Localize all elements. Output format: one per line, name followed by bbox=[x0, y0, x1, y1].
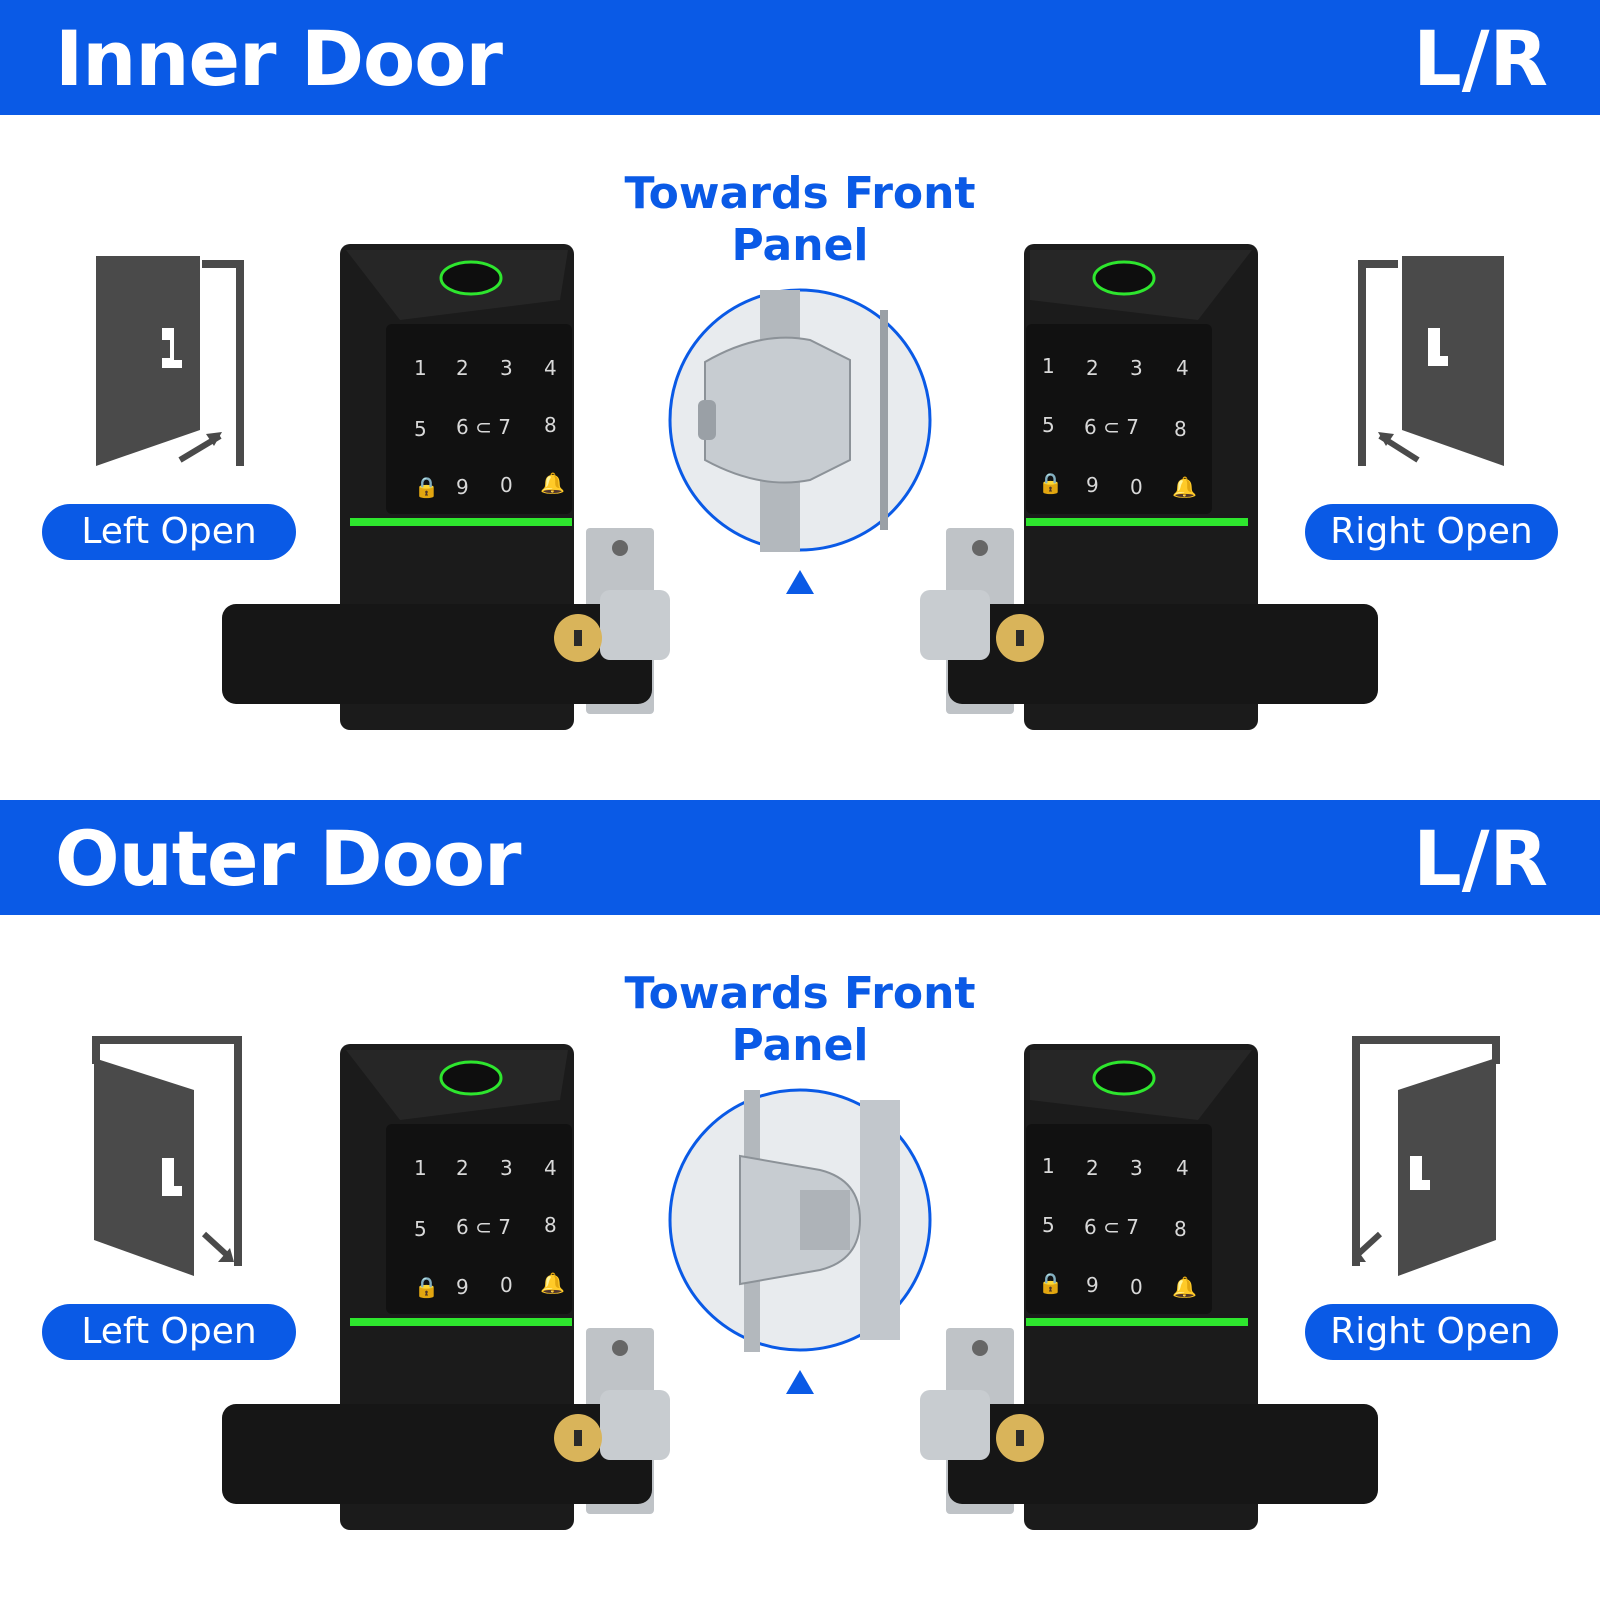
svg-text:9: 9 bbox=[456, 475, 469, 499]
svg-text:3: 3 bbox=[1130, 1156, 1143, 1180]
svg-text:0: 0 bbox=[1130, 475, 1143, 499]
smart-lock-right: 1 2 3 4 5 6 ⊂ 7 8 🔒 9 0 🔔 bbox=[920, 1044, 1378, 1530]
bell-hash-icon: 🔔 bbox=[540, 471, 565, 495]
latch-detail-circle bbox=[668, 288, 932, 594]
lock-star-icon: 🔒 bbox=[414, 475, 439, 499]
fingerprint-sensor-icon bbox=[439, 260, 503, 296]
svg-text:4: 4 bbox=[544, 1156, 557, 1180]
fingerprint-sensor-icon bbox=[1092, 260, 1156, 296]
outer-door-section: Outer Door L/R 1 2 3 4 5 6 ⊂ 7 8 🔒 9 0 bbox=[0, 800, 1600, 1600]
svg-text:5: 5 bbox=[414, 1217, 427, 1241]
right-open-label: Right Open bbox=[1305, 504, 1558, 560]
left-open-label: Left Open bbox=[42, 504, 296, 560]
svg-text:5: 5 bbox=[1042, 413, 1055, 437]
orientation-label: L/R bbox=[1413, 14, 1548, 103]
latch-detail-circle bbox=[668, 1088, 932, 1394]
lock-star-icon: 🔒 bbox=[1038, 471, 1063, 495]
towards-front-panel-label: Towards Front Panel bbox=[624, 168, 976, 271]
svg-text:4: 4 bbox=[1176, 356, 1189, 380]
svg-text:9: 9 bbox=[456, 1275, 469, 1299]
bell-hash-icon: 🔔 bbox=[540, 1271, 565, 1295]
arrow-up-icon bbox=[786, 1370, 814, 1394]
left-open-label: Left Open bbox=[42, 1304, 296, 1360]
svg-text:4: 4 bbox=[1176, 1156, 1189, 1180]
svg-text:1: 1 bbox=[414, 1156, 427, 1180]
outer-door-illustration: 1 2 3 4 5 6 ⊂ 7 8 🔒 9 0 🔔 1 2 3 4 5 6 ⊂ 7 8 🔒 9 0 🔔 bbox=[92, 1036, 1500, 1530]
svg-text:3: 3 bbox=[1130, 356, 1143, 380]
section-title: Outer Door bbox=[55, 814, 522, 903]
svg-text:1: 1 bbox=[414, 356, 427, 380]
smart-lock-right: 1 2 3 4 5 6 ⊂ 7 8 🔒 9 0 🔔 bbox=[920, 244, 1378, 730]
svg-text:2: 2 bbox=[456, 1156, 469, 1180]
svg-text:6 ⊂ 7: 6 ⊂ 7 bbox=[456, 1215, 511, 1239]
bell-hash-icon: 🔔 bbox=[1172, 475, 1197, 499]
svg-text:4: 4 bbox=[544, 356, 557, 380]
svg-text:6 ⊂ 7: 6 ⊂ 7 bbox=[1084, 415, 1139, 439]
door-right-open-icon bbox=[1358, 256, 1504, 466]
arrow-up-icon bbox=[786, 570, 814, 594]
svg-text:8: 8 bbox=[544, 1213, 557, 1237]
svg-text:8: 8 bbox=[1174, 417, 1187, 441]
fingerprint-sensor-icon bbox=[1092, 1060, 1156, 1096]
smart-lock-left: 1 2 3 4 5 6 ⊂ 7 8 🔒 9 0 🔔 bbox=[222, 244, 670, 730]
section-header-band: Outer Door L/R bbox=[0, 800, 1600, 915]
section-header-band: Inner Door L/R bbox=[0, 0, 1600, 115]
orientation-label: L/R bbox=[1413, 814, 1548, 903]
svg-text:0: 0 bbox=[500, 473, 513, 497]
right-open-label: Right Open bbox=[1305, 1304, 1558, 1360]
svg-text:9: 9 bbox=[1086, 473, 1099, 497]
lock-star-icon: 🔒 bbox=[1038, 1271, 1063, 1295]
svg-text:5: 5 bbox=[1042, 1213, 1055, 1237]
svg-text:1: 1 bbox=[1042, 354, 1055, 378]
svg-text:1: 1 bbox=[1042, 1154, 1055, 1178]
svg-text:6 ⊂ 7: 6 ⊂ 7 bbox=[1084, 1215, 1139, 1239]
svg-text:0: 0 bbox=[500, 1273, 513, 1297]
svg-text:8: 8 bbox=[1174, 1217, 1187, 1241]
svg-text:6 ⊂ 7: 6 ⊂ 7 bbox=[456, 415, 511, 439]
door-right-open-icon bbox=[1352, 1036, 1500, 1276]
smart-lock-left: 1 2 3 4 5 6 ⊂ 7 8 🔒 9 0 🔔 bbox=[222, 1044, 670, 1530]
svg-text:5: 5 bbox=[414, 417, 427, 441]
svg-text:9: 9 bbox=[1086, 1273, 1099, 1297]
svg-text:3: 3 bbox=[500, 356, 513, 380]
svg-text:2: 2 bbox=[456, 356, 469, 380]
svg-text:3: 3 bbox=[500, 1156, 513, 1180]
bell-hash-icon: 🔔 bbox=[1172, 1275, 1197, 1299]
svg-text:0: 0 bbox=[1130, 1275, 1143, 1299]
section-title: Inner Door bbox=[55, 14, 503, 103]
door-left-open-icon bbox=[96, 256, 244, 466]
door-left-open-icon bbox=[92, 1036, 242, 1276]
fingerprint-sensor-icon bbox=[439, 1060, 503, 1096]
svg-text:2: 2 bbox=[1086, 1156, 1099, 1180]
towards-front-panel-label: Towards Front Panel bbox=[624, 968, 976, 1071]
lock-star-icon: 🔒 bbox=[414, 1275, 439, 1299]
svg-text:2: 2 bbox=[1086, 356, 1099, 380]
inner-door-illustration: 1 2 3 4 5 6 ⊂ 7 8 🔒 9 0 🔔 1 2 3 4 5 6 ⊂ 7 8 🔒 9 0 🔔 bbox=[96, 244, 1504, 730]
inner-door-section: Inner Door L/R 1 2 3 4 5 6 ⊂ 7 8 🔒 9 0 bbox=[0, 0, 1600, 730]
svg-text:8: 8 bbox=[544, 413, 557, 437]
